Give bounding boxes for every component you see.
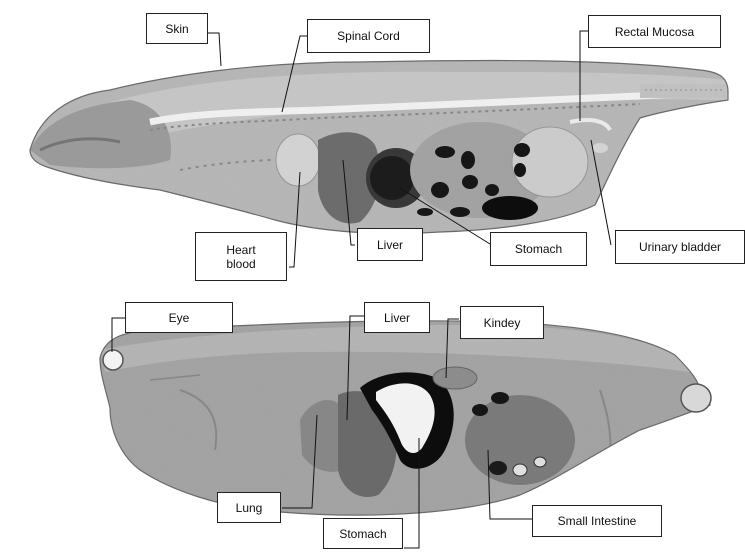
label-small-intestine: Small Intestine (532, 505, 662, 537)
label-rectal-mucosa: Rectal Mucosa (588, 15, 721, 48)
bottom-section (90, 310, 720, 530)
label-stomach-top: Stomach (490, 232, 587, 266)
label-eye: Eye (125, 302, 233, 333)
label-urinary-bladder: Urinary bladder (615, 230, 745, 264)
label-liver-top: Liver (357, 228, 423, 261)
label-stomach-bottom: Stomach (323, 518, 403, 549)
label-spinal-cord: Spinal Cord (307, 19, 430, 53)
top-section (20, 50, 740, 250)
label-kidney: Kindey (460, 306, 544, 339)
label-heart-blood: Heart blood (195, 232, 287, 281)
label-liver-bottom: Liver (364, 302, 430, 333)
label-skin: Skin (146, 13, 208, 44)
label-lung: Lung (217, 492, 281, 523)
eye-shape (103, 350, 123, 370)
